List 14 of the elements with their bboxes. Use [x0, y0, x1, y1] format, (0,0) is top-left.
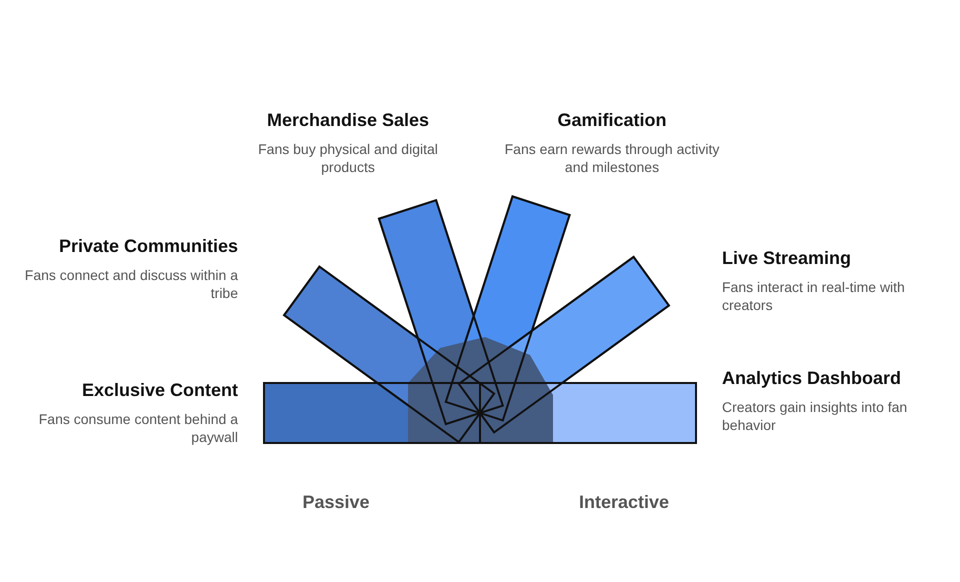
feature-description: Fans interact in real-time with creators [722, 278, 906, 314]
feature-title: Analytics Dashboard [722, 367, 902, 390]
feature-title: Private Communities [58, 235, 238, 258]
feature-description: Fans connect and discuss within a tribe [24, 266, 238, 302]
axis-label: Interactive [578, 492, 670, 513]
feature-title: Merchandise Sales [266, 109, 430, 132]
feature-title: Exclusive Content [80, 379, 238, 402]
feature-title: Gamification [556, 109, 668, 132]
feature-description: Fans earn rewards through activity and milestones [504, 140, 720, 176]
feature-description: Fans consume content behind a paywall [38, 410, 238, 446]
feature-title: Live Streaming [722, 247, 852, 270]
axis-label: Passive [301, 492, 371, 513]
feature-description: Fans buy physical and digital products [257, 140, 439, 176]
feature-description: Creators gain insights into fan behavior [722, 398, 908, 434]
